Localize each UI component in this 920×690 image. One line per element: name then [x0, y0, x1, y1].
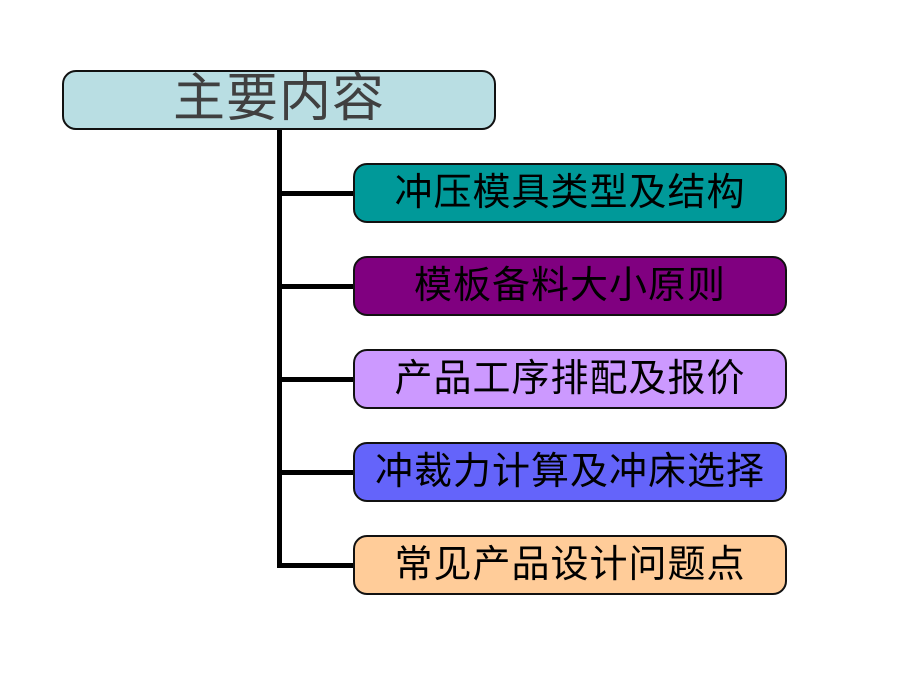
topic-label: 冲压模具类型及结构	[394, 172, 746, 214]
topic-box-template-material-size: 模板备料大小原则	[353, 256, 787, 316]
title-label: 主要内容	[172, 71, 385, 128]
connector-trunk	[277, 130, 282, 568]
topic-label: 冲裁力计算及冲床选择	[374, 451, 765, 493]
connector-branch-4	[277, 470, 355, 475]
connector-branch-2	[277, 284, 355, 289]
topic-label: 常见产品设计问题点	[394, 544, 746, 586]
connector-branch-3	[277, 377, 355, 382]
topic-box-stamping-die-types: 冲压模具类型及结构	[353, 163, 787, 223]
topic-box-process-arrangement-quotation: 产品工序排配及报价	[353, 349, 787, 409]
connector-branch-1	[277, 191, 355, 196]
topic-label: 产品工序排配及报价	[394, 358, 746, 400]
connector-branch-5	[277, 563, 355, 568]
topic-label: 模板备料大小原则	[413, 265, 726, 307]
topic-box-blanking-force-press-selection: 冲裁力计算及冲床选择	[353, 442, 787, 502]
title-box: 主要内容	[62, 70, 496, 130]
topic-box-common-design-issues: 常见产品设计问题点	[353, 535, 787, 595]
